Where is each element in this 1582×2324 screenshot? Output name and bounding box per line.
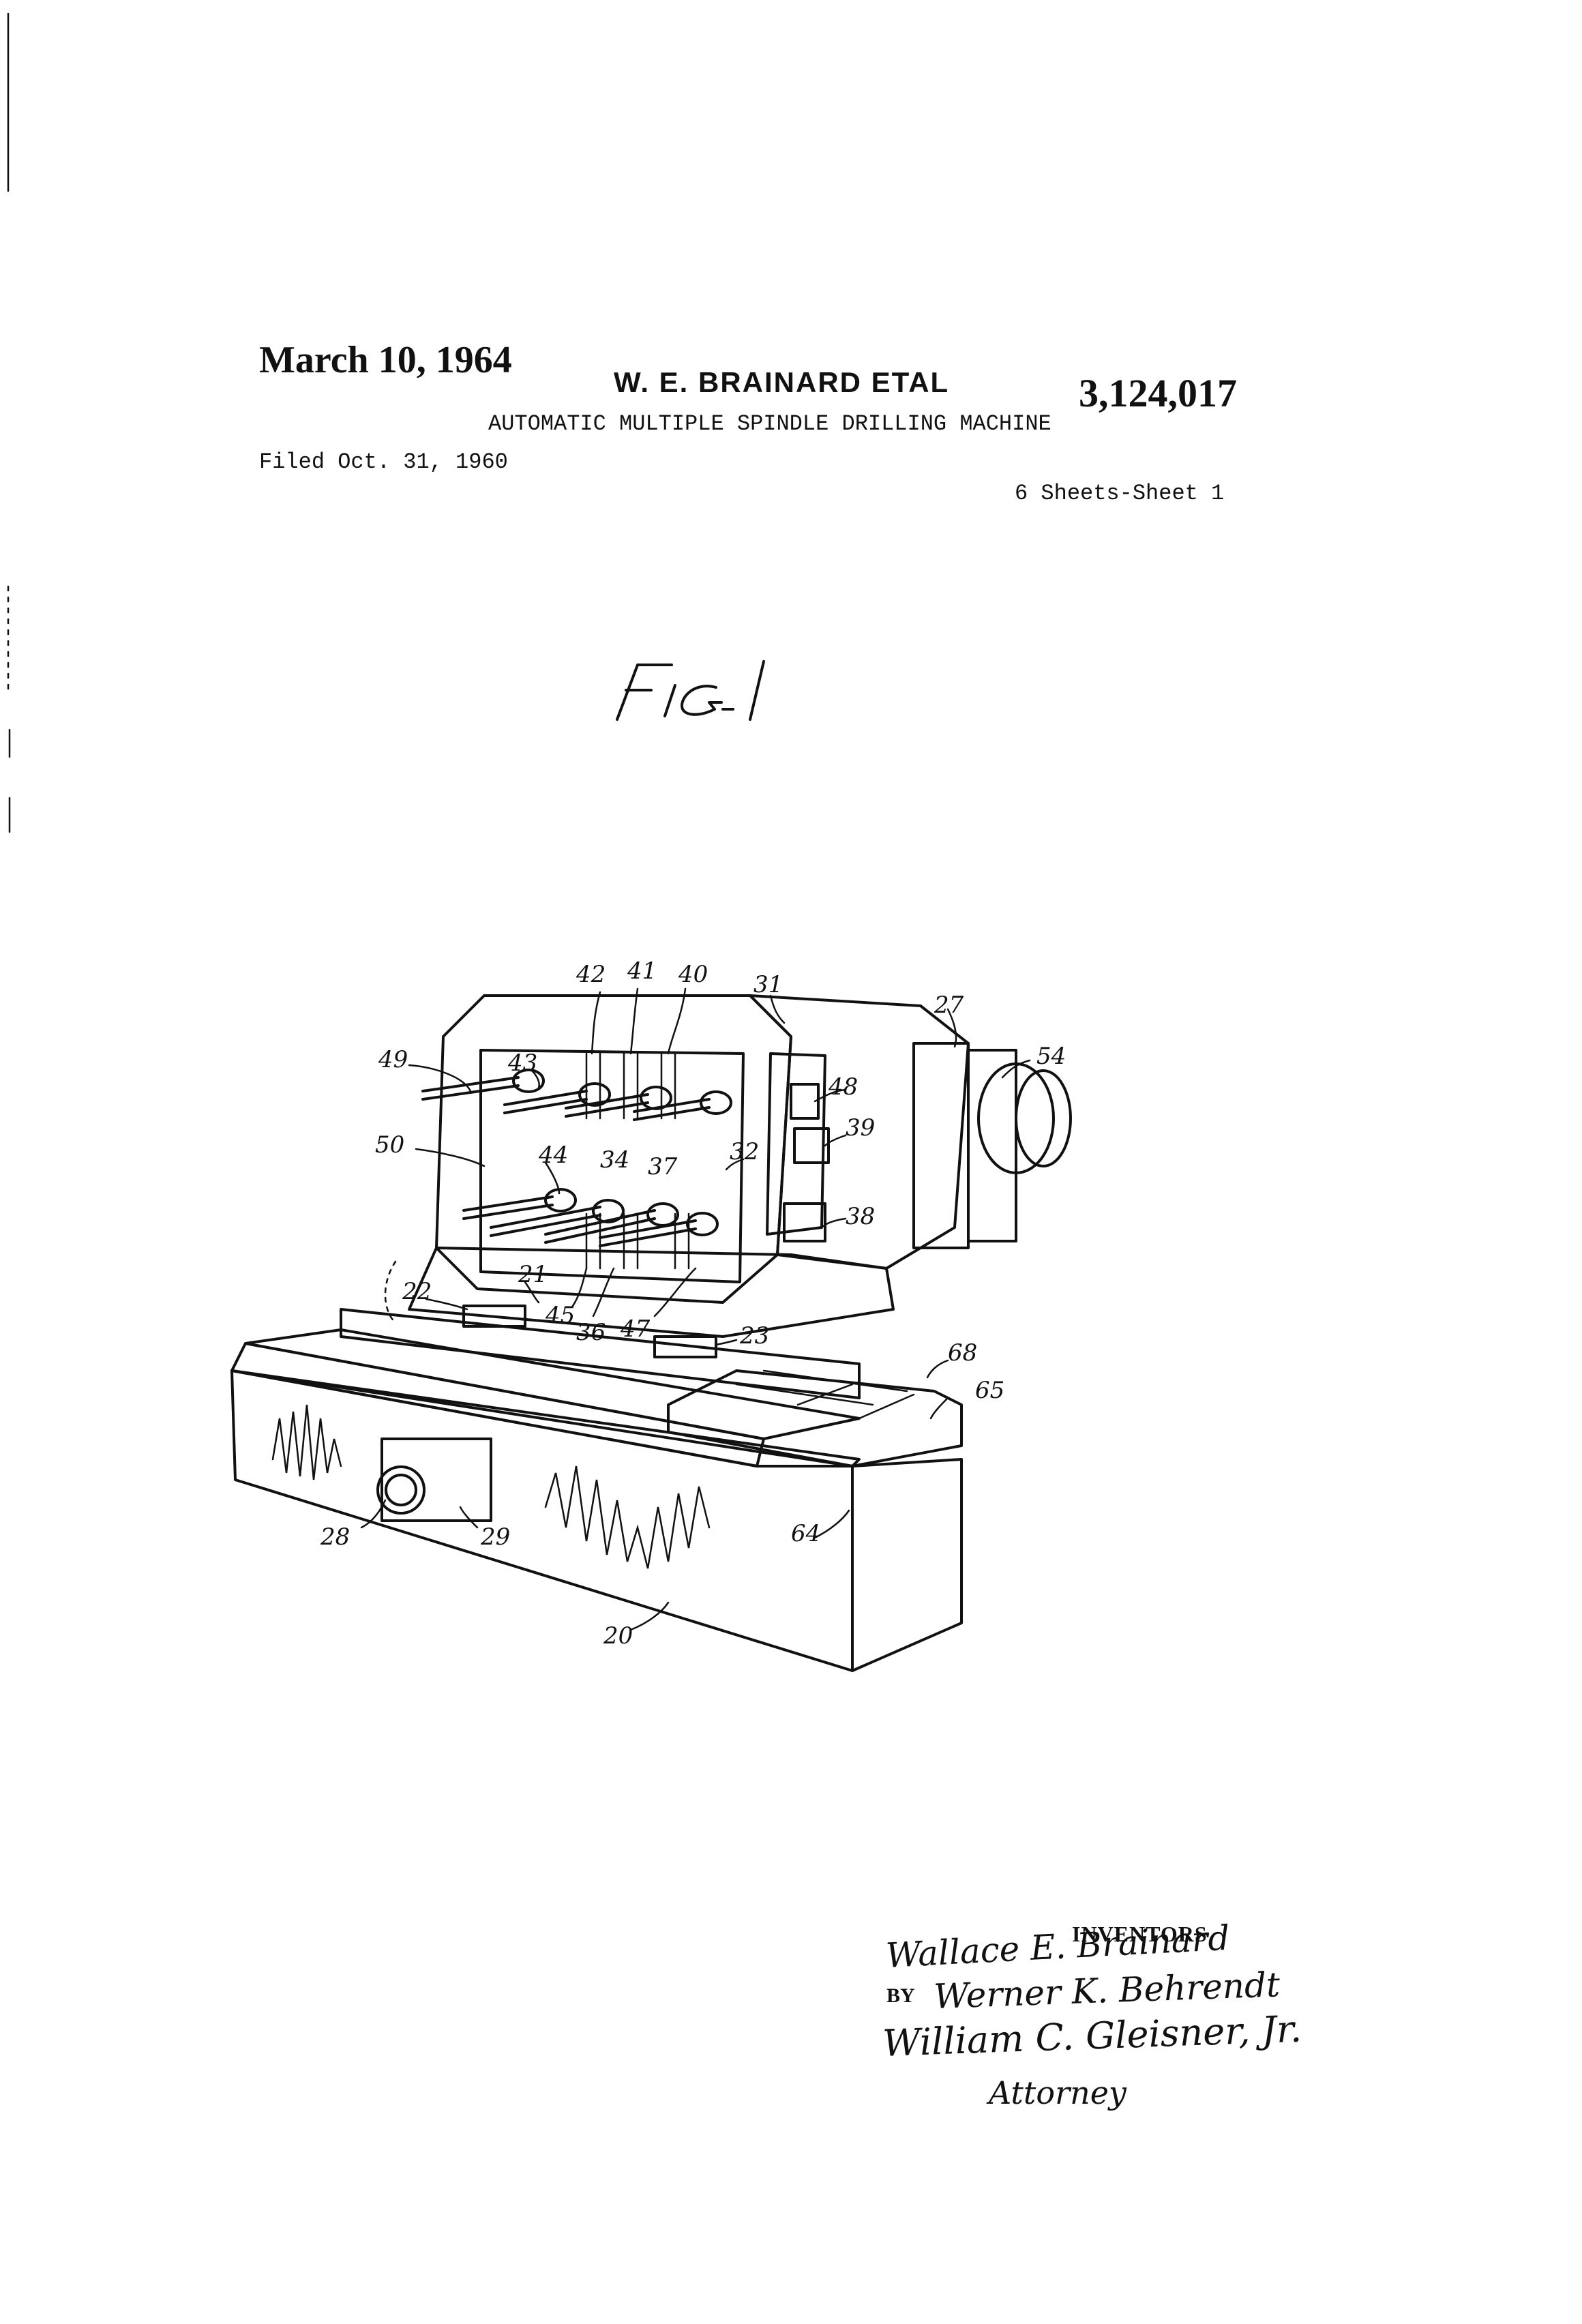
- spindle-head: [409, 996, 1071, 1337]
- ref-43: 43: [507, 1049, 537, 1077]
- ref-32: 32: [730, 1138, 759, 1165]
- ref-44: 44: [538, 1142, 568, 1169]
- ref-20: 20: [603, 1622, 633, 1650]
- by-label: BY: [886, 1986, 915, 2006]
- ref-23: 23: [739, 1322, 769, 1350]
- ref-50: 50: [375, 1131, 404, 1159]
- ref-65: 65: [975, 1377, 1004, 1404]
- ref-29: 29: [480, 1523, 510, 1551]
- ref-41: 41: [627, 957, 657, 985]
- ref-37: 37: [648, 1153, 678, 1180]
- ref-22: 22: [402, 1278, 432, 1305]
- ref-38: 38: [846, 1203, 875, 1230]
- ref-28: 28: [320, 1523, 350, 1551]
- ref-42: 42: [576, 961, 606, 988]
- ref-40: 40: [678, 961, 708, 988]
- attorney-label: Attorney: [986, 2074, 1127, 2111]
- figure-label: [617, 661, 764, 719]
- ref-48: 48: [828, 1073, 858, 1101]
- ref-31: 31: [753, 971, 783, 998]
- signature-block-handwriting: Wallace E. Brainard Werner K. Behrendt W…: [882, 1918, 1302, 2111]
- ref-45: 45: [545, 1302, 575, 1329]
- ref-39: 39: [846, 1114, 875, 1142]
- ref-21: 21: [518, 1261, 548, 1288]
- ref-34: 34: [600, 1146, 629, 1174]
- ref-68: 68: [948, 1339, 977, 1367]
- inventor-2-signature: Werner K. Behrendt: [933, 1965, 1281, 2016]
- ref-64: 64: [791, 1520, 820, 1547]
- inventors-label: INVENTORS: [1072, 1923, 1208, 1945]
- ref-27: 27: [934, 992, 964, 1019]
- scan-artifacts: [8, 14, 10, 832]
- ref-49: 49: [378, 1046, 408, 1073]
- reference-numerals: 42 41 40 31 27 54 49 43 48 39 50 44 34 3…: [320, 957, 1066, 1650]
- ref-47: 47: [620, 1315, 651, 1343]
- ref-54: 54: [1036, 1043, 1066, 1070]
- ref-36: 36: [576, 1319, 606, 1346]
